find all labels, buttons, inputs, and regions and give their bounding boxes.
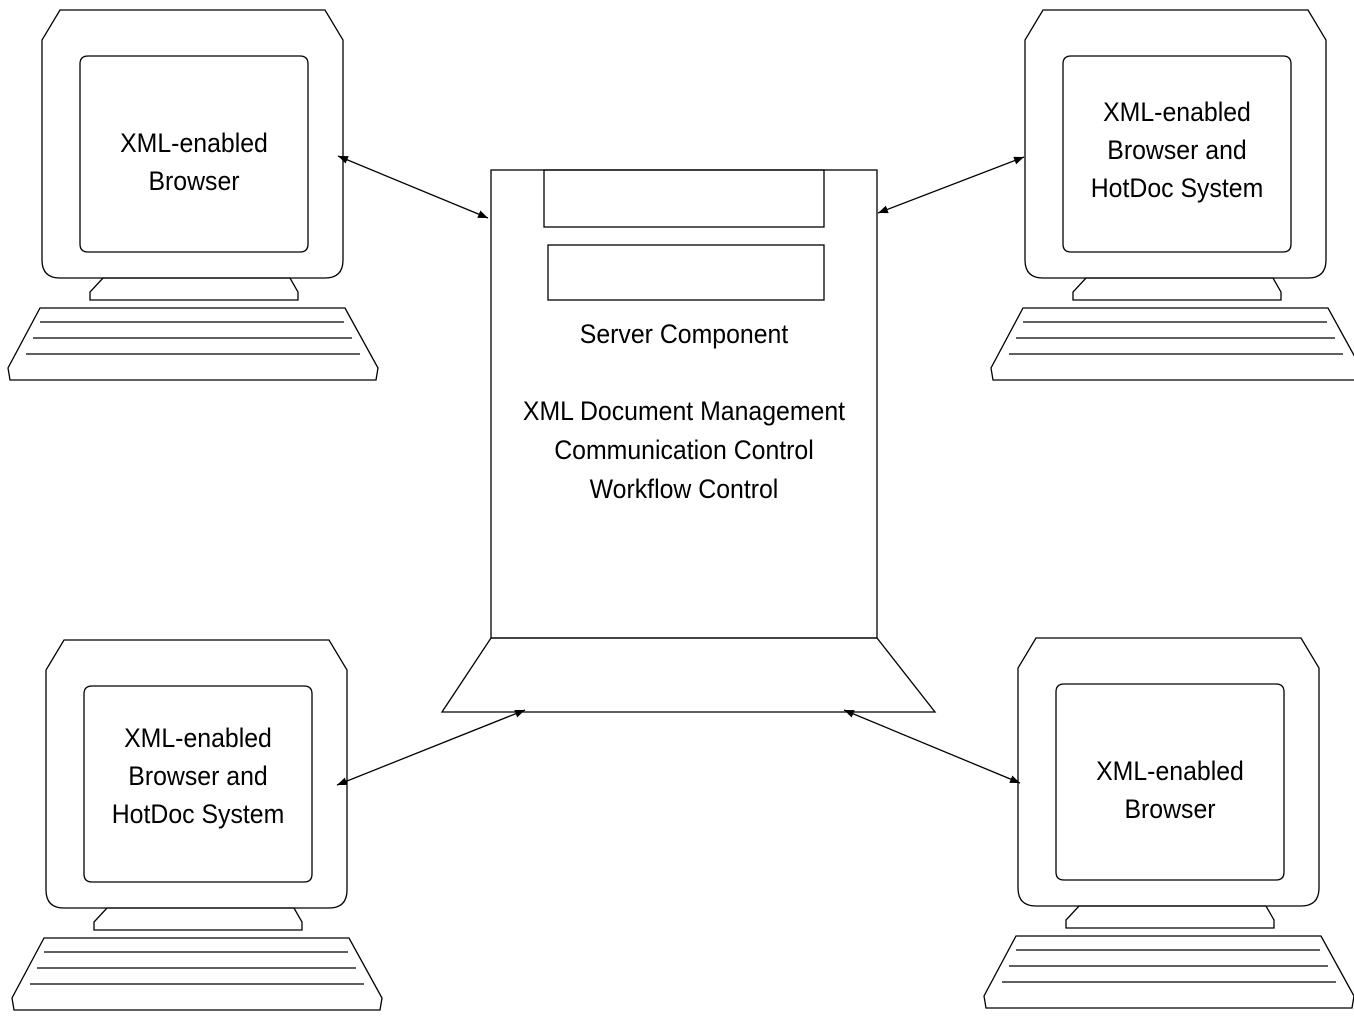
terminal-top-left — [7, 9, 379, 381]
terminal-label-line: Browser and — [128, 761, 268, 791]
server-function-item: Workflow Control — [589, 474, 779, 504]
terminal-label-line: HotDoc System — [1090, 173, 1264, 203]
terminal-label-line: HotDoc System — [111, 799, 285, 829]
monitor-screen — [83, 685, 313, 883]
server-drive-slot-2 — [547, 244, 825, 301]
keyboard — [7, 307, 379, 381]
connection-top-left — [337, 155, 489, 219]
monitor-stand — [1072, 277, 1282, 301]
terminal-label-line: XML-enabled — [1103, 97, 1251, 127]
terminal-top-left-label: XML-enabled Browser — [89, 124, 299, 200]
terminal-label-line: XML-enabled — [124, 723, 272, 753]
terminal-label-line: XML-enabled — [1096, 756, 1244, 786]
terminal-top-right — [990, 9, 1354, 381]
monitor-body — [1017, 637, 1320, 907]
terminal-label-line: Browser — [1124, 794, 1216, 824]
monitor-screen — [1062, 55, 1292, 253]
terminal-bottom-left — [11, 639, 383, 1011]
monitor-body — [1024, 9, 1327, 279]
monitor-stand — [93, 907, 303, 931]
keyboard — [990, 307, 1354, 381]
terminal-label-line: XML-enabled — [120, 128, 268, 158]
server-base — [440, 637, 937, 713]
monitor-stand — [1065, 905, 1275, 929]
terminal-label-line: Browser — [148, 166, 240, 196]
server-function-item: Communication Control — [554, 435, 814, 465]
terminal-bottom-right — [983, 637, 1354, 1009]
monitor-body — [45, 639, 348, 909]
server-title: Server Component — [579, 319, 789, 349]
server-drive-slot-1 — [543, 169, 825, 228]
keyboard — [11, 937, 383, 1011]
monitor-screen — [79, 55, 309, 253]
connection-bottom-left — [336, 709, 526, 786]
connection-bottom-right — [843, 709, 1021, 784]
server-function-item: XML Document Management — [522, 396, 846, 426]
connections — [336, 155, 1025, 786]
monitor-screen — [1055, 683, 1285, 881]
server-functions: XML Document Management Communication Co… — [506, 392, 861, 509]
monitor-body — [41, 9, 344, 279]
terminal-bottom-right-label: XML-enabled Browser — [1065, 752, 1275, 828]
terminal-label-line: Browser and — [1107, 135, 1247, 165]
terminal-bottom-left-label: XML-enabled Browser and HotDoc System — [93, 719, 303, 833]
monitor-stand — [89, 277, 299, 301]
terminal-top-right-label: XML-enabled Browser and HotDoc System — [1072, 93, 1282, 207]
keyboard — [983, 935, 1354, 1009]
connection-top-right — [877, 156, 1025, 214]
